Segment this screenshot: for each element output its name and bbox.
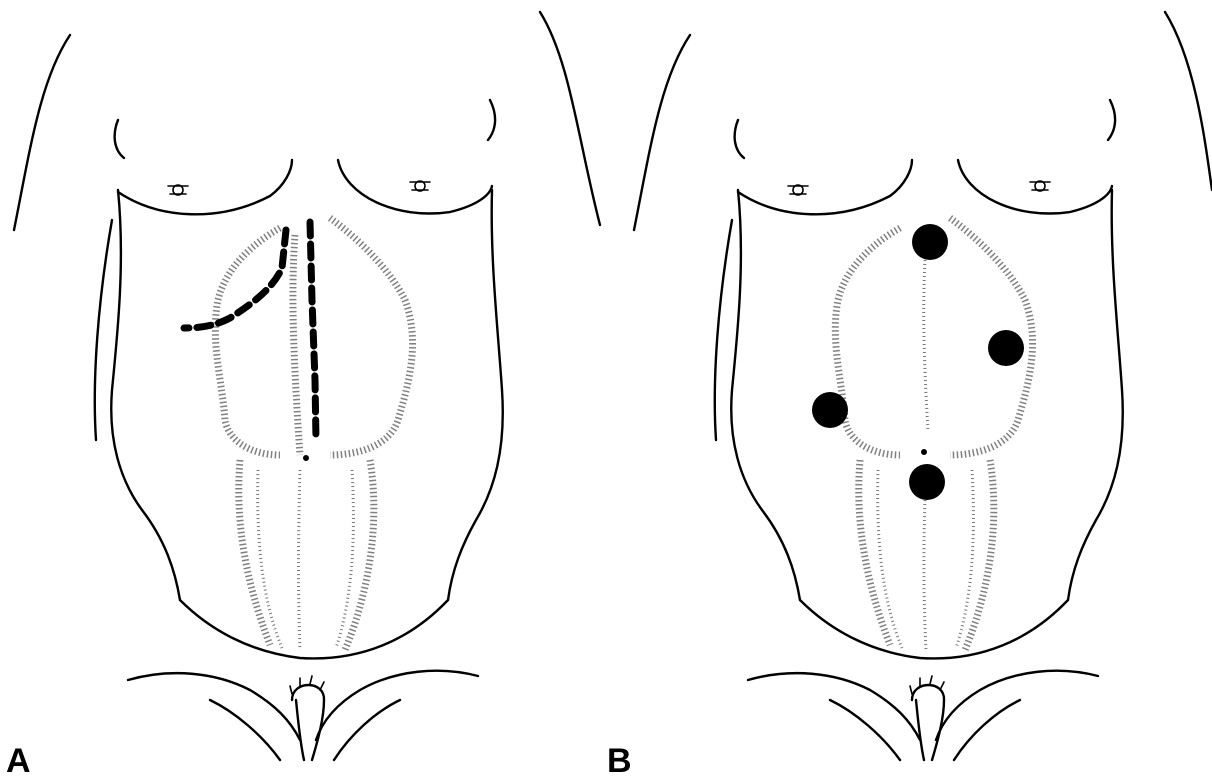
panel-b-port-sites xyxy=(812,224,1024,500)
panel-a-torso xyxy=(14,12,600,760)
port-site-right-lateral xyxy=(812,392,848,428)
panel-b-torso xyxy=(634,12,1212,760)
panel-b-rectus-hatching xyxy=(835,218,1032,650)
panel-a-incision-lines xyxy=(184,222,316,461)
port-site-umbilical xyxy=(909,464,945,500)
panel-label-b: B xyxy=(607,744,632,778)
panel-label-a: A xyxy=(6,744,31,778)
port-site-upper-midline xyxy=(912,224,948,260)
port-site-left-upper xyxy=(988,330,1024,366)
